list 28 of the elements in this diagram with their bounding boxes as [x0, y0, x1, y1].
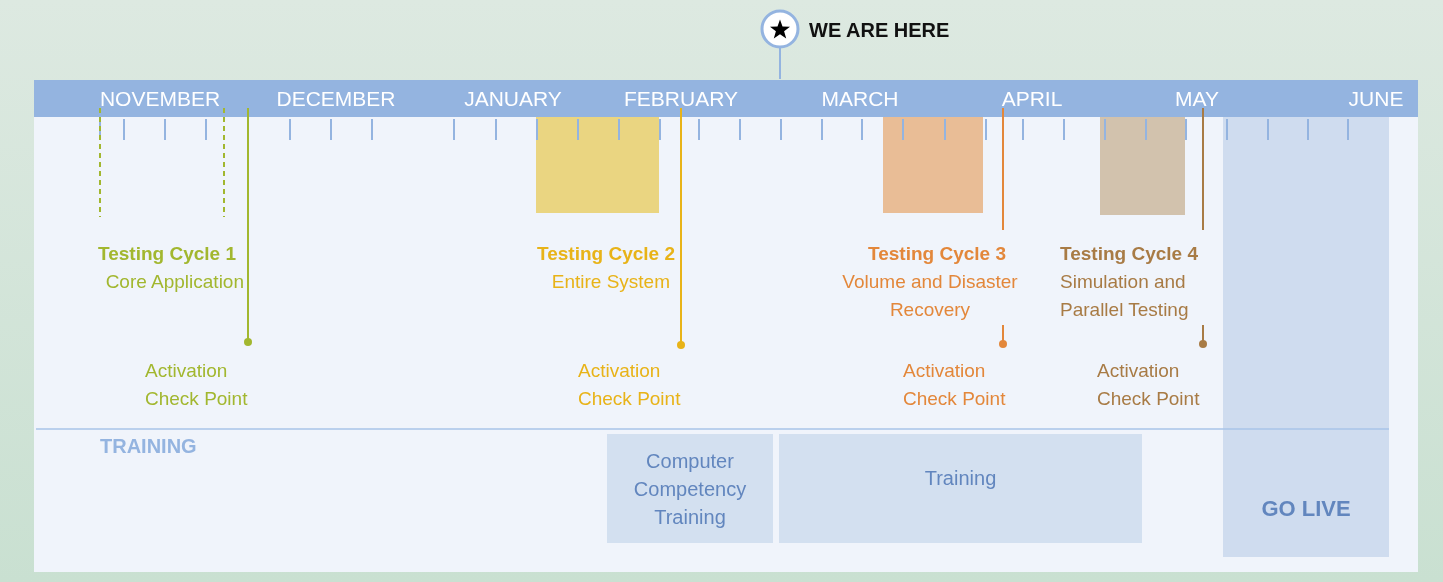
month-label: MARCH: [820, 86, 900, 112]
milestone-label: Activation Check Point: [903, 359, 1007, 411]
phase-title: Testing Cycle 2: [536, 242, 675, 266]
phase-title: Testing Cycle 4: [1060, 242, 1199, 266]
milestone-label: Activation Check Point: [578, 359, 682, 411]
phase-description: Simulation and Parallel Testing: [1060, 270, 1190, 322]
phase-title: Testing Cycle 1: [97, 242, 236, 266]
milestone-label: Activation Check Point: [1097, 359, 1201, 411]
training-label: Training: [923, 466, 998, 491]
month-label: JANUARY: [463, 86, 563, 112]
milestone-label: Activation Check Point: [145, 359, 249, 411]
phase-description: Core Application: [104, 270, 244, 294]
phase-title: Testing Cycle 3: [867, 242, 1006, 266]
month-label: DECEMBER: [275, 86, 397, 112]
month-label: NOVEMBER: [98, 86, 222, 112]
marker-label: WE ARE HERE: [809, 18, 951, 43]
month-label: JUNE: [1347, 86, 1405, 112]
phase-description: Volume and Disaster Recovery: [841, 270, 1019, 322]
section-heading: TRAINING: [100, 434, 198, 459]
training-box: [779, 434, 1142, 543]
go-live-band: [1223, 117, 1389, 557]
milestone-label: GO LIVE: [1261, 495, 1351, 523]
training-label: Computer Competency Training: [632, 448, 748, 530]
month-label: MAY: [1174, 86, 1220, 112]
phase-description: Entire System: [550, 270, 670, 294]
month-label: APRIL: [1000, 86, 1064, 112]
month-label: FEBRUARY: [623, 86, 739, 112]
training-box: [607, 434, 773, 543]
